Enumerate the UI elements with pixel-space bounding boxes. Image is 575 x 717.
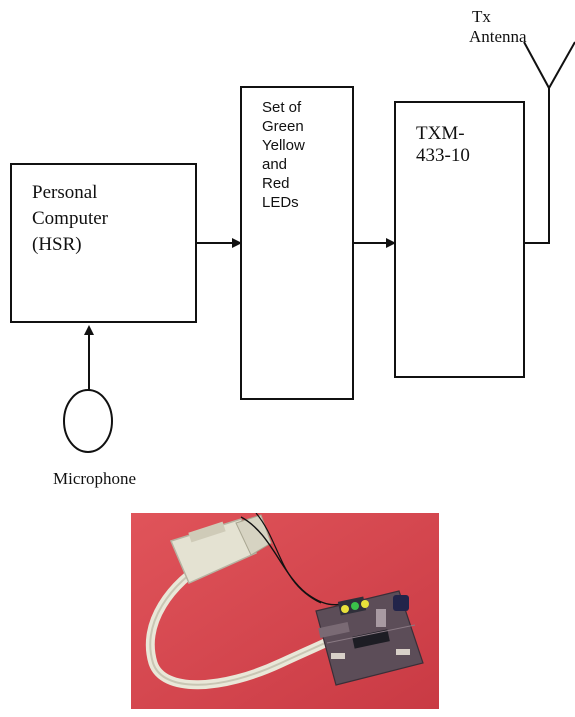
led-box-label: Set of Green Yellow and Red LEDs [262,98,305,212]
led-box-line6: LEDs [262,194,299,211]
transmitter-box-line2: 433-10 [416,145,470,166]
led-box-line4: and [262,156,288,173]
antenna-icon [523,41,575,91]
pc-box-line3: (HSR) [32,234,82,255]
line-tx-to-antenna [525,88,550,244]
transmitter-box: TXM- 433-10 [394,101,525,378]
led-box-line5: Red [262,175,290,192]
led-box-line2: Green [262,118,304,135]
transmitter-box-label: TXM- 433-10 [416,123,470,167]
antenna-label-line2: Antenna [469,27,527,46]
pc-box-line2: Computer [32,208,108,229]
pc-box: Personal Computer (HSR) [10,163,197,323]
led-box-line1: Set of [262,99,302,116]
antenna-label: Tx Antenna [469,7,527,47]
led-box: Set of Green Yellow and Red LEDs [240,86,354,400]
microphone-label: Microphone [53,469,137,488]
hardware-photo-image [131,513,439,709]
transmitter-box-line1: TXM- [416,123,465,144]
pc-box-line1: Personal [32,182,98,203]
led-box-line3: Yellow [262,137,305,154]
pc-box-label: Personal Computer (HSR) [32,180,108,258]
antenna-label-line1: Tx [472,7,491,26]
microphone-icon [63,389,113,453]
hardware-photo [131,513,439,709]
